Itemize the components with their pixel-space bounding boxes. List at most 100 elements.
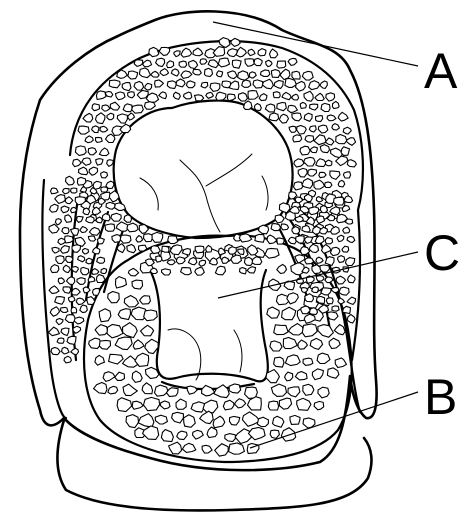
cell xyxy=(282,92,291,99)
cell xyxy=(223,400,234,410)
cell xyxy=(332,288,339,293)
cell xyxy=(290,206,300,213)
cell xyxy=(63,287,71,294)
cell xyxy=(347,236,355,242)
cell xyxy=(227,49,237,57)
cell xyxy=(78,256,85,262)
cell xyxy=(117,398,132,412)
cell xyxy=(271,224,281,231)
cell xyxy=(326,298,333,304)
cell xyxy=(201,82,208,88)
cell xyxy=(304,194,312,202)
cell xyxy=(96,275,105,283)
cell xyxy=(320,81,328,88)
cell xyxy=(242,80,251,87)
cell xyxy=(215,266,225,275)
cell xyxy=(184,415,196,428)
cell xyxy=(101,187,108,192)
cell xyxy=(63,265,70,272)
cell xyxy=(97,238,104,244)
cell xyxy=(83,249,89,254)
cell xyxy=(294,182,303,190)
cell xyxy=(85,136,93,143)
cell xyxy=(328,312,338,320)
cell xyxy=(240,268,247,274)
cell xyxy=(145,102,156,110)
cell xyxy=(116,92,126,100)
cell xyxy=(295,372,307,380)
cell xyxy=(346,219,353,224)
cell xyxy=(296,81,306,91)
cell xyxy=(182,443,195,452)
cell xyxy=(213,47,224,57)
cell xyxy=(342,246,349,252)
cell xyxy=(318,387,329,398)
cell xyxy=(116,277,127,288)
cell xyxy=(274,357,284,367)
cell xyxy=(176,257,185,264)
central-clear-zone xyxy=(150,270,268,381)
upper-body-crack-4 xyxy=(262,176,268,210)
cell xyxy=(304,157,316,166)
cell xyxy=(257,417,268,427)
cell xyxy=(65,197,73,204)
cell xyxy=(336,135,347,144)
cell xyxy=(80,305,88,313)
cell xyxy=(92,126,100,133)
cell xyxy=(282,307,296,319)
cell xyxy=(50,204,59,212)
cell xyxy=(155,80,164,87)
cell xyxy=(238,71,249,80)
cell xyxy=(51,188,59,194)
cell xyxy=(96,91,106,100)
cell xyxy=(200,411,214,423)
cell xyxy=(321,206,328,213)
cell xyxy=(92,269,99,275)
cell xyxy=(229,384,241,393)
cell xyxy=(275,215,284,223)
cell xyxy=(274,81,283,89)
cell xyxy=(50,307,59,316)
cell xyxy=(265,104,275,112)
cell xyxy=(88,148,96,155)
cell xyxy=(152,232,163,242)
cell xyxy=(315,93,324,100)
cell xyxy=(279,114,288,123)
cell xyxy=(206,92,214,98)
cell xyxy=(144,397,160,410)
cell xyxy=(67,277,75,285)
cell xyxy=(236,47,246,57)
cell xyxy=(176,79,185,87)
cell xyxy=(329,338,340,348)
cell xyxy=(144,310,158,321)
cell xyxy=(338,180,345,187)
cell xyxy=(174,51,180,57)
cell xyxy=(93,288,100,295)
cell xyxy=(55,297,65,305)
cell xyxy=(280,69,290,79)
cell xyxy=(309,244,318,252)
cell xyxy=(110,102,119,110)
cell xyxy=(271,70,280,78)
cell xyxy=(150,268,157,273)
cell xyxy=(134,82,144,91)
cell xyxy=(86,258,92,264)
cell xyxy=(265,248,279,258)
cell xyxy=(96,137,103,142)
cell xyxy=(277,103,287,111)
cell xyxy=(266,60,272,66)
cell xyxy=(298,168,307,177)
cell xyxy=(79,167,88,175)
cell xyxy=(248,245,258,255)
cell xyxy=(195,268,205,276)
cell xyxy=(285,355,300,366)
cell xyxy=(193,430,204,439)
cell xyxy=(49,286,59,294)
cell xyxy=(55,219,61,225)
cell xyxy=(134,60,143,67)
cell xyxy=(80,227,88,233)
cell xyxy=(168,236,178,244)
cell xyxy=(304,91,313,101)
cell xyxy=(347,160,356,167)
cell xyxy=(181,268,192,275)
